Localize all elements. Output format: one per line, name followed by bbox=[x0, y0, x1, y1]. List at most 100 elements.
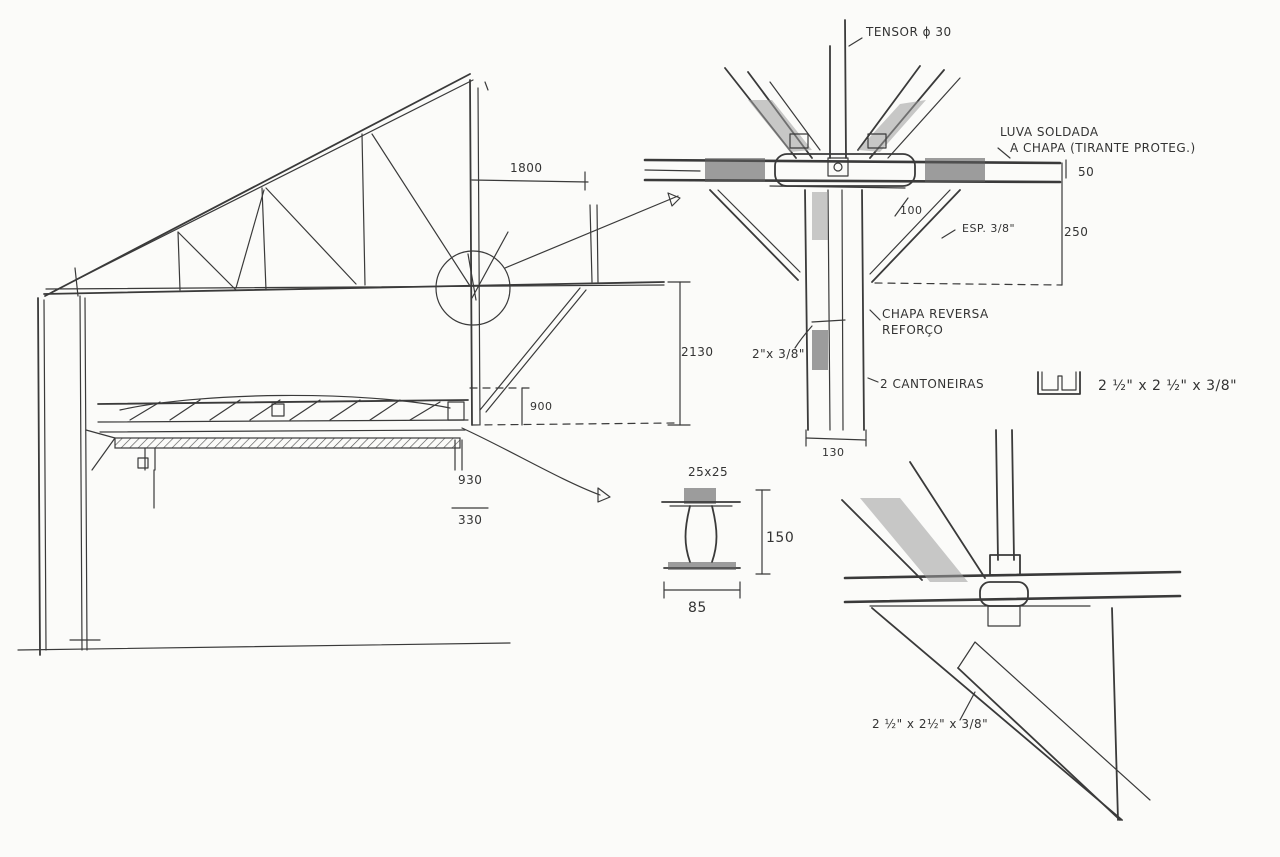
truss-top-chord-2 bbox=[51, 79, 474, 293]
label-dim-150: 150 bbox=[766, 530, 794, 546]
right-post bbox=[589, 204, 593, 283]
left-bracket bbox=[85, 429, 116, 471]
tensor-leader bbox=[848, 37, 863, 47]
angles-leader bbox=[867, 377, 879, 383]
column-center-left bbox=[827, 189, 831, 431]
label-dim-100: 100 bbox=[900, 204, 923, 217]
tensor-rod-2 bbox=[844, 19, 847, 159]
label-chapa-1: CHAPA REVERSA bbox=[882, 307, 989, 321]
dim-930-ticks bbox=[454, 439, 463, 471]
right-post-2 bbox=[596, 204, 599, 283]
column-left-edge bbox=[804, 189, 809, 431]
truss-diagonal-2 bbox=[265, 187, 357, 285]
label-angle-size-2: 2 ½" x 2½" x 3/8" bbox=[872, 717, 988, 731]
dim-150-ticks bbox=[755, 489, 771, 575]
support-brace-inner bbox=[957, 667, 1121, 821]
label-angle-size: 2 ½" x 2 ½" x 3/8" bbox=[1098, 378, 1237, 394]
support-sleeve bbox=[979, 581, 1029, 607]
rail-leader bbox=[461, 427, 601, 496]
column-right-edge bbox=[861, 189, 865, 431]
dim-2130-ticks bbox=[667, 281, 691, 426]
rail-web-left bbox=[684, 505, 691, 563]
label-esp: ESP. 3/8" bbox=[962, 222, 1015, 235]
label-chapa-2: REFORÇO bbox=[882, 323, 943, 337]
plate-leader bbox=[794, 325, 813, 349]
label-930: 930 bbox=[458, 473, 482, 487]
rail-base-shade bbox=[668, 562, 736, 570]
diag-left-shade bbox=[748, 100, 812, 152]
hanger-nut bbox=[989, 554, 1021, 576]
left-wall-outer bbox=[37, 297, 41, 656]
left-column bbox=[84, 297, 88, 651]
chord-mid bbox=[644, 169, 701, 172]
roof-truss bbox=[43, 73, 665, 297]
crane-rail-hatched bbox=[114, 437, 461, 449]
level-dashed bbox=[471, 422, 676, 426]
right-wheel bbox=[447, 401, 465, 421]
brace-lower-2 bbox=[485, 289, 587, 413]
building-section: 1800 2130 900 930 330 bbox=[17, 73, 713, 656]
rail-head-block bbox=[684, 488, 716, 504]
truss-vertical-3 bbox=[361, 133, 366, 286]
brace-upper-2 bbox=[467, 253, 477, 301]
girder-curve bbox=[119, 394, 451, 411]
support-brace-outer bbox=[871, 607, 1123, 821]
sleeve-nut bbox=[827, 157, 849, 177]
truss-end-post bbox=[74, 267, 79, 297]
truss-diagonal-3 bbox=[371, 133, 471, 287]
label-330: 330 bbox=[458, 513, 482, 527]
label-plate: 2"x 3/8" bbox=[752, 347, 805, 361]
bolt-cap-right bbox=[867, 133, 887, 149]
label-angles: 2 CANTONEIRAS bbox=[880, 377, 984, 391]
girder-block bbox=[271, 403, 285, 417]
diag-left-3 bbox=[769, 81, 821, 151]
reinforce-plate bbox=[811, 319, 846, 323]
gusset-left-2 bbox=[717, 189, 801, 273]
brace-upper bbox=[471, 231, 509, 299]
diag-right-shade bbox=[858, 100, 926, 152]
truss-bottom-chord-2 bbox=[45, 284, 665, 290]
chord-block-right bbox=[925, 158, 985, 182]
label-weld-1: LUVA SOLDADA bbox=[1000, 125, 1099, 139]
truss-vertical-2 bbox=[261, 187, 267, 291]
label-dim-130: 130 bbox=[822, 446, 845, 459]
rail-section: 25x25 150 85 bbox=[661, 465, 794, 616]
girder-bottom bbox=[97, 419, 469, 423]
column-cap bbox=[484, 81, 489, 91]
hanger-rod-left bbox=[995, 429, 999, 561]
connection-sleeve bbox=[774, 153, 916, 187]
support-diag-2 bbox=[909, 461, 986, 579]
detail-arrow bbox=[667, 192, 681, 207]
brace-lower bbox=[479, 287, 581, 411]
gusset-right bbox=[871, 189, 961, 283]
support-diag-shade bbox=[860, 498, 968, 582]
support-chord-top bbox=[843, 570, 1182, 580]
label-900: 900 bbox=[530, 400, 553, 413]
dim-85-ticks bbox=[663, 581, 741, 599]
esp-leader bbox=[941, 229, 956, 239]
rail-top-line bbox=[99, 429, 466, 433]
truss-top-chord bbox=[44, 73, 471, 297]
support-column bbox=[1111, 607, 1119, 821]
diag-right-3 bbox=[887, 77, 961, 159]
truss-diagonal-1 bbox=[177, 231, 237, 291]
ground-line bbox=[17, 642, 511, 651]
left-wall-inner bbox=[43, 299, 47, 651]
angle-leader bbox=[959, 691, 976, 721]
truss-diagonal-4 bbox=[235, 189, 265, 289]
girder-lattice bbox=[129, 399, 441, 421]
gusset-left bbox=[709, 189, 799, 281]
support-chord-bottom bbox=[843, 594, 1182, 604]
truss-bottom-chord bbox=[43, 281, 665, 295]
label-tensor: TENSOR ϕ 30 bbox=[865, 25, 952, 39]
dim-1800-line bbox=[471, 179, 589, 183]
chord-block-left bbox=[705, 158, 765, 182]
rail-arrow bbox=[597, 487, 611, 503]
truss-vertical-1 bbox=[177, 231, 181, 291]
support-detail: 2 ½" x 2½" x 3/8" bbox=[841, 429, 1182, 821]
left-column-2 bbox=[79, 295, 83, 651]
sleeve-bolt bbox=[833, 162, 843, 172]
angle-symbol-inner bbox=[1041, 371, 1077, 391]
chapa-leader bbox=[869, 309, 881, 321]
